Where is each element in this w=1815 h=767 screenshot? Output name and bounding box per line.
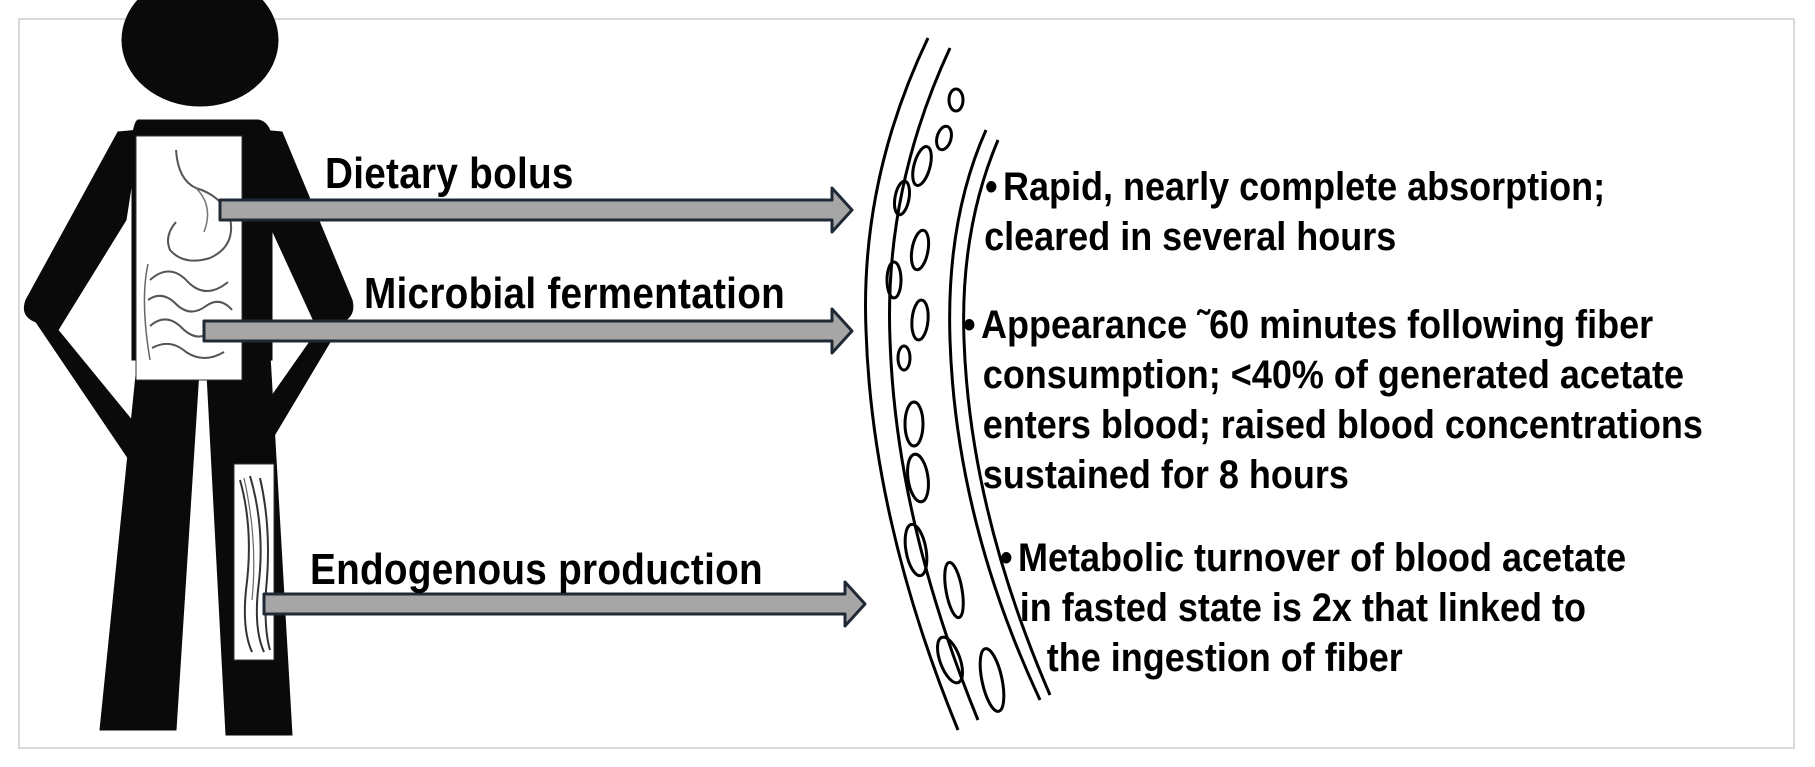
arrow-endogenous (262, 580, 867, 628)
note-microbial-line-4: sustained for 8 hours (982, 453, 1349, 497)
note-dietary: •Rapid, nearly complete absorption; clea… (984, 162, 1605, 262)
figure-frame (18, 18, 1795, 749)
blood-vessel-icon (864, 37, 1052, 731)
note-text: Metabolic turnover of blood acetate (1018, 536, 1627, 580)
label-endogenous-production: Endogenous production (310, 545, 763, 594)
note-dietary-line-2: cleared in several hours (984, 215, 1397, 259)
bullet: • (1000, 536, 1013, 580)
note-microbial-line-2: consumption; <40% of generated acetate (982, 353, 1684, 397)
note-dietary-line-1: •Rapid, nearly complete absorption; (985, 162, 1605, 212)
stomach-intestine-icon (135, 135, 243, 381)
note-text: Appearance ˜60 minutes following fiber (981, 303, 1654, 347)
arrow-microbial (202, 307, 854, 355)
note-endogenous: •Metabolic turnover of blood acetate in … (1000, 533, 1626, 683)
note-microbial-line-3: enters blood; raised blood concentration… (982, 403, 1703, 447)
bullet: • (963, 303, 976, 347)
note-microbial: •Appearance ˜60 minutes following fiber … (963, 300, 1703, 500)
muscle-fiber-icon (233, 463, 275, 661)
arrow-dietary (218, 186, 854, 234)
label-dietary-bolus: Dietary bolus (325, 149, 574, 198)
note-endogenous-line-3: the ingestion of fiber (1046, 636, 1403, 680)
note-text: Rapid, nearly complete absorption; (1003, 165, 1606, 209)
note-endogenous-line-1: •Metabolic turnover of blood acetate (1000, 533, 1626, 583)
note-endogenous-line-2: in fasted state is 2x that linked to (1019, 586, 1586, 630)
bullet: • (985, 165, 998, 209)
note-microbial-line-1: •Appearance ˜60 minutes following fiber (963, 300, 1703, 350)
label-microbial-fermentation: Microbial fermentation (364, 269, 786, 318)
